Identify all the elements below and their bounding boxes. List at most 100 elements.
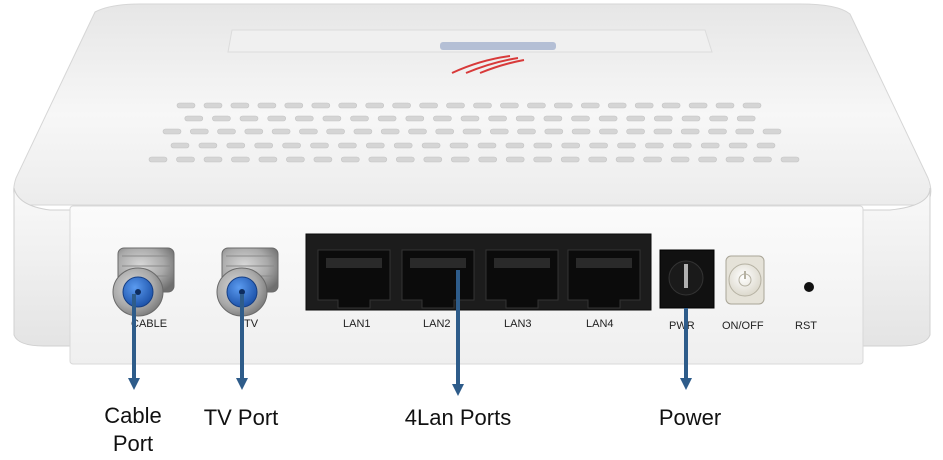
vent-slot <box>634 102 654 109</box>
vent-slot <box>353 128 373 135</box>
vent-slot <box>271 128 291 135</box>
vent-slot <box>446 102 465 109</box>
lan3-jack <box>485 249 559 309</box>
vent-slot <box>299 128 318 135</box>
lan1-jack <box>317 249 391 309</box>
vent-slot <box>393 142 413 149</box>
vent-slot <box>500 102 519 109</box>
vent-slot <box>709 115 728 122</box>
callout-cable-line1: Cable <box>104 403 162 428</box>
vent-slot <box>753 156 772 163</box>
vent-slot <box>715 102 735 109</box>
vent-slot <box>670 156 690 163</box>
vent-slot <box>553 102 573 109</box>
vent-slot <box>478 156 498 163</box>
vent-slot <box>653 128 673 135</box>
vent-slot <box>653 115 673 122</box>
vent-slot <box>571 128 591 135</box>
callout-tv-port: TV Port <box>203 405 279 430</box>
callout-cable-port: Cable Port <box>96 402 170 458</box>
vent-slot <box>311 102 331 109</box>
vent-slot <box>226 142 246 149</box>
label-cable: CABLE <box>131 318 167 330</box>
vent-slot <box>148 156 168 163</box>
label-tv: TV <box>244 318 259 330</box>
vent-slot <box>244 128 264 135</box>
vent-slot <box>742 102 762 109</box>
callout-power: Power <box>658 405 722 430</box>
label-lan3: LAN3 <box>504 318 532 330</box>
vent-slot <box>449 142 469 149</box>
vent-slot <box>176 102 196 109</box>
vent-slot <box>599 128 618 135</box>
label-pwr: PWR <box>669 320 695 332</box>
vent-slot <box>598 115 618 122</box>
vent-slot <box>617 142 636 149</box>
vent-slot <box>505 156 525 163</box>
vent-slot <box>762 128 782 135</box>
vent-slot <box>543 115 563 122</box>
vent-slot <box>645 142 664 149</box>
vent-slot <box>626 115 646 122</box>
vent-slot <box>176 156 195 163</box>
on-off-button <box>725 255 765 305</box>
vent-slot <box>725 156 745 163</box>
vent-slot <box>284 102 304 109</box>
vent-slot <box>517 128 536 135</box>
vent-slot <box>350 115 369 122</box>
vent-slot <box>643 156 662 163</box>
callout-arrows <box>128 270 692 396</box>
vent-slot <box>780 156 800 163</box>
tv-f-connector <box>216 247 279 317</box>
vent-slot <box>310 142 329 149</box>
vent-slot <box>661 102 681 109</box>
vent-slot <box>258 156 278 163</box>
vent-slot <box>560 156 580 163</box>
lan-port-block <box>305 233 652 311</box>
callout-lan-ports: 4Lan Ports <box>404 405 512 430</box>
vent-slot <box>423 156 443 163</box>
vent-slot <box>405 115 425 122</box>
vent-slot <box>282 142 301 149</box>
vent-slot <box>571 115 590 122</box>
vent-slot <box>198 142 218 149</box>
vent-slot <box>698 156 717 163</box>
vent-slot <box>527 102 546 109</box>
vent-slot <box>533 156 553 163</box>
vent-slot <box>326 128 345 135</box>
vent-slot <box>217 128 236 135</box>
vent-slot <box>700 142 720 149</box>
lan4-jack <box>567 249 641 309</box>
vent-slot <box>212 115 231 122</box>
vent-slot <box>230 102 250 109</box>
vent-slot <box>433 115 452 122</box>
vent-slot <box>203 156 223 163</box>
vent-slot <box>728 142 748 149</box>
vent-slot <box>313 156 333 163</box>
vent-slot <box>626 128 645 135</box>
vent-slot <box>365 102 385 109</box>
vent-slot <box>190 128 209 135</box>
vent-slot <box>477 142 497 149</box>
label-lan1: LAN1 <box>343 318 371 330</box>
vent-slot <box>736 115 756 122</box>
vent-slot <box>489 128 509 135</box>
lan2-jack <box>401 249 475 309</box>
vent-slot <box>162 128 182 135</box>
vent-slot <box>421 142 441 149</box>
vent-slot <box>615 156 635 163</box>
vent-slot <box>380 128 400 135</box>
vent-slot <box>392 102 411 109</box>
vent-slot <box>170 142 190 149</box>
vent-slot <box>473 102 492 109</box>
vent-slot <box>544 128 564 135</box>
vent-slot <box>338 102 358 109</box>
vent-slot <box>450 156 470 163</box>
vent-slot <box>561 142 581 149</box>
vent-slot <box>368 156 388 163</box>
vent-slot <box>231 156 250 163</box>
label-rst: RST <box>795 320 817 332</box>
vent-slot <box>338 142 357 149</box>
